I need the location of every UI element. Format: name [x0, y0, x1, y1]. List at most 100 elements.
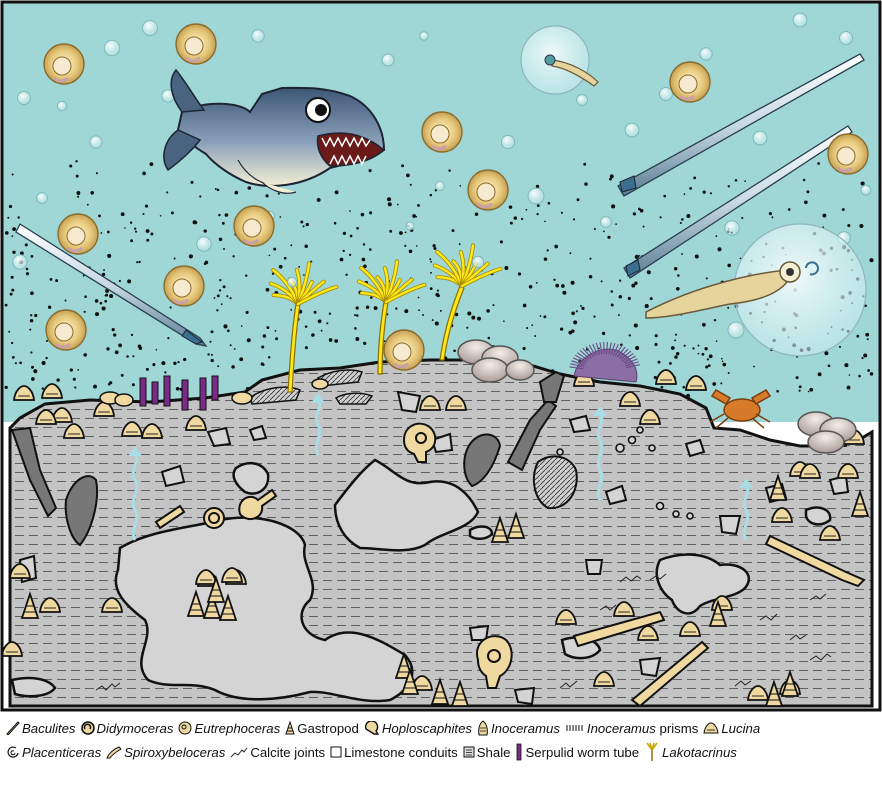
sediment-dot [167, 337, 169, 339]
sediment-dot [266, 288, 270, 292]
sediment-dot [215, 188, 217, 190]
sediment-dot [650, 297, 653, 300]
legend-label: Inoceramus [491, 721, 560, 736]
gastropod-icon [285, 721, 295, 735]
sediment-dot [654, 343, 657, 346]
sediment-dot [118, 344, 122, 348]
sediment-dot [218, 214, 220, 216]
sediment-dot [401, 164, 404, 167]
sediment-dot [681, 253, 683, 255]
sediment-dot [547, 249, 549, 251]
bubble [287, 277, 296, 286]
bubble [197, 237, 211, 251]
sediment-dot [26, 272, 29, 275]
sediment-dot [553, 279, 555, 281]
sediment-dot [121, 374, 124, 377]
sediment-dot [362, 258, 366, 262]
sediment-dot [509, 205, 513, 209]
sediment-dot [211, 330, 214, 333]
bubble [728, 322, 744, 338]
sediment-dot [514, 216, 517, 219]
sediment-dot [769, 212, 772, 215]
sediment-dot [290, 309, 292, 311]
sediment-dot [537, 204, 540, 207]
sediment-dot [369, 248, 372, 251]
sediment-dot [25, 243, 28, 246]
sediment-dot [314, 311, 317, 314]
hoploscaphites-icon [364, 721, 380, 735]
sediment-dot [705, 365, 708, 368]
legend-item-calcite-joints: Calcite joints [230, 745, 325, 760]
sediment-dot [247, 338, 251, 342]
placenticeras-icon [6, 745, 20, 759]
sediment-dot [189, 254, 193, 258]
sediment-dot [639, 255, 641, 257]
legend-item-lakotacrinus: Lakotacrinus [644, 742, 737, 762]
sediment-dot [150, 162, 154, 166]
sediment-dot [429, 258, 431, 260]
sediment-dot [611, 204, 615, 208]
sediment-dot [388, 202, 392, 206]
sediment-dot [808, 391, 810, 393]
sediment-dot [75, 160, 77, 162]
sediment-dot [311, 333, 315, 337]
sediment-dot [15, 362, 17, 364]
sediment-dot [806, 190, 809, 193]
sediment-dot [416, 245, 418, 247]
sediment-dot [115, 350, 119, 354]
sediment-dot [217, 365, 219, 367]
sediment-dot [160, 215, 162, 217]
sediment-dot [453, 349, 456, 352]
sediment-dot [568, 331, 572, 335]
sediment-dot [74, 386, 76, 388]
bubble [90, 136, 102, 148]
sediment-dot [728, 372, 730, 374]
sediment-dot [84, 311, 86, 313]
sediment-dot [698, 345, 700, 347]
eutrephoceras-ammonite [670, 62, 710, 102]
sediment-dot [105, 294, 108, 297]
sediment-dot [569, 252, 571, 254]
legend: Baculites Didymoceras Eutrephoceras Gast… [6, 716, 880, 786]
sediment-dot [55, 279, 58, 282]
sediment-dot [113, 333, 116, 336]
sediment-dot [374, 306, 378, 310]
sediment-dot [440, 310, 442, 312]
sediment-dot [130, 221, 132, 223]
sediment-dot [647, 270, 651, 274]
sediment-dot [84, 295, 87, 298]
legend-label: Baculites [22, 721, 76, 736]
sediment-dot [164, 371, 166, 373]
sediment-dot [682, 386, 685, 389]
legend-label: Calcite joints [250, 745, 325, 760]
sediment-dot [31, 255, 34, 258]
sediment-dot [223, 285, 226, 288]
legend-label: Eutrephoceras [194, 721, 280, 736]
sediment-dot [11, 289, 14, 292]
sediment-dot [98, 214, 101, 217]
sediment-dot [11, 276, 14, 279]
sediment-dot [844, 363, 848, 367]
legend-label: Shale [477, 745, 511, 760]
sediment-dot [799, 390, 801, 392]
sediment-dot [326, 322, 328, 324]
sediment-dot [217, 189, 220, 192]
sediment-dot [693, 176, 696, 179]
sediment-dot [42, 361, 46, 365]
sediment-dot [279, 216, 281, 218]
sediment-dot [869, 258, 873, 262]
sediment-dot [863, 354, 867, 358]
sediment-dot [828, 364, 831, 367]
sediment-dot [363, 342, 366, 345]
sediment-dot [404, 309, 408, 313]
bubble [382, 54, 394, 66]
sediment-dot [704, 347, 707, 350]
sediment-dot [799, 385, 802, 388]
sediment-dot [136, 261, 138, 263]
sediment-dot [723, 363, 727, 367]
sediment-dot [219, 289, 221, 291]
sediment-dot [300, 221, 303, 224]
sediment-dot [663, 195, 666, 198]
sediment-dot [432, 244, 435, 247]
sediment-dot [735, 179, 738, 182]
